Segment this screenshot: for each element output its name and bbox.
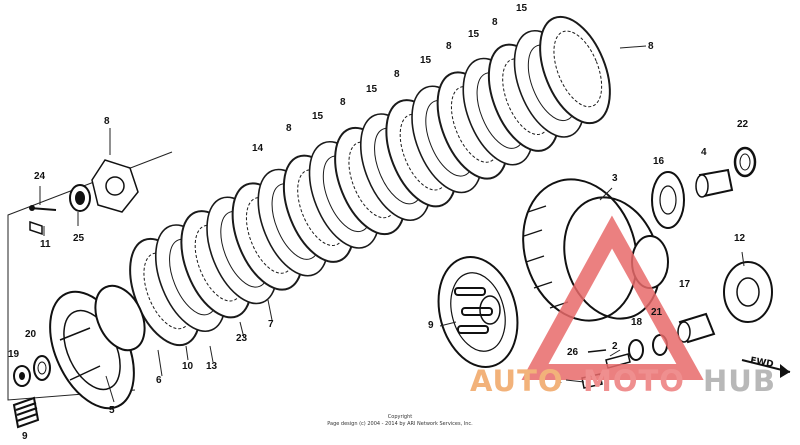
friction-disc [539, 15, 611, 125]
callout-16: 16 [653, 156, 665, 167]
callout-19: 19 [8, 349, 20, 360]
callout-2: 2 [612, 341, 618, 352]
leader-lines [39, 45, 745, 403]
gear-part-14 [723, 261, 773, 323]
callout-15-d: 15 [366, 84, 378, 95]
callout-3: 3 [612, 173, 618, 184]
callout-26: 26 [567, 347, 579, 358]
callout-15-g: 15 [516, 3, 528, 14]
ring-part-22 [733, 146, 757, 178]
callout-1: 1 [556, 375, 562, 386]
callout-17: 17 [679, 279, 691, 290]
callout-15-a: 13 [206, 361, 218, 372]
callout-14: 12 [734, 233, 746, 244]
callout-24: 24 [34, 171, 46, 182]
gear-part-16 [651, 171, 685, 229]
callout-8-f: 8 [648, 41, 654, 52]
callout-18: 18 [631, 317, 643, 328]
copyright-line-1: Copyright [387, 414, 413, 420]
callout-12: 10 [182, 361, 194, 372]
lifter-assembly [29, 159, 139, 236]
callout-6: 6 [156, 375, 162, 386]
callout-8-c: 8 [394, 69, 400, 80]
callout-15-c: 15 [312, 111, 324, 122]
callout-5: 5 [109, 405, 115, 416]
callout-4: 4 [701, 147, 707, 158]
callout-11: 9 [22, 431, 28, 442]
callout-10: 8 [104, 116, 110, 127]
watermark-hub: HUB [703, 364, 776, 398]
callout-13: 11 [40, 239, 51, 250]
callout-8-a: 8 [286, 123, 292, 134]
callout-21: 21 [651, 307, 663, 318]
copyright-line-2: Page design (c) 2004 - 2014 by ARI Netwo… [327, 421, 473, 427]
callout-9: 9 [428, 320, 434, 331]
spring-part-11 [12, 396, 40, 429]
callout-15-e: 15 [420, 55, 432, 66]
callout-22: 22 [737, 119, 749, 130]
sleeve-part-17 [677, 312, 716, 344]
small-parts-left [12, 355, 51, 429]
clutch-center-part-9 [437, 256, 519, 368]
bushing-part-4 [695, 168, 734, 198]
clutch-plate-stack [129, 15, 611, 347]
callout-20: 20 [25, 329, 37, 340]
watermark-triangle-logo [521, 215, 704, 380]
callout-15-b: 14 [252, 143, 264, 154]
callout-8-e: 8 [492, 17, 498, 28]
callout-8-b: 8 [340, 97, 346, 108]
pressure-plate-part-5 [49, 284, 146, 410]
forward-direction-arrow [741, 359, 791, 378]
washer-part-18 [628, 339, 644, 361]
pin-part-26 [587, 349, 607, 353]
watermark-auto: AUTO [470, 364, 564, 398]
callout-23: 23 [236, 333, 248, 344]
callout-15-f: 15 [468, 29, 480, 40]
callout-25: 25 [73, 233, 85, 244]
assembly-bracket-line [7, 151, 173, 401]
plate-inner-teeth [553, 30, 603, 108]
callout-7: 7 [268, 319, 274, 330]
watermark-moto: MOTO [583, 364, 685, 398]
callout-8-d: 8 [446, 41, 452, 52]
